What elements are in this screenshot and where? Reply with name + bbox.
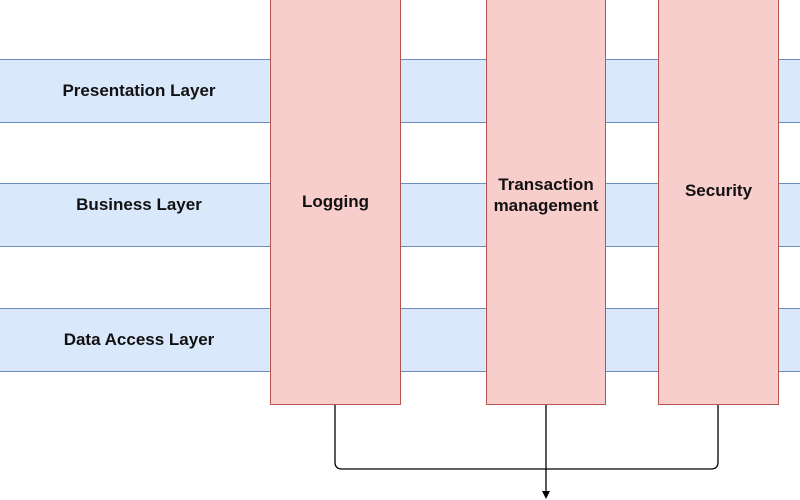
data-access-layer-label: Data Access Layer [63,330,215,349]
transaction-management-concern: Transaction management [486,0,606,405]
security-concern: Security [658,0,779,405]
merge-connector [334,405,719,470]
logging-label: Logging [301,192,370,211]
transaction-management-label: Transaction management [493,174,599,215]
security-label: Security [684,181,753,200]
presentation-layer-label: Presentation Layer [62,81,216,100]
business-layer-label: Business Layer [76,195,202,214]
logging-concern: Logging [270,0,401,405]
down-arrow-head [542,491,550,499]
